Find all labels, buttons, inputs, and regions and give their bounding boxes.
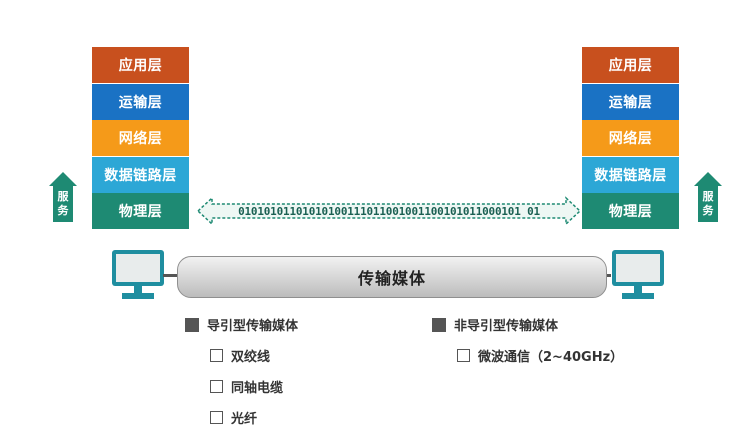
service-char-2: 务 [57,204,69,217]
cable-right [605,274,611,277]
legend-guided-item: 同轴电缆 [210,377,283,396]
left-datalink-layer: 数据链路层 [92,156,189,193]
left-network-layer: 网络层 [92,120,189,157]
service-char-1: 服 [702,190,714,203]
right-transport-layer: 运输层 [582,83,679,120]
legend-item-label: 同轴电缆 [231,381,284,396]
legend-guided-item: 双绞线 [210,346,270,365]
transmission-medium-bar: 传输媒体 [177,256,607,298]
legend-item-label: 双绞线 [231,350,271,365]
computer-icon-left [112,250,164,299]
service-arrow-left: 服 务 [49,172,77,222]
right-protocol-stack: 应用层 运输层 网络层 数据链路层 物理层 [582,47,679,230]
left-application-layer: 应用层 [92,47,189,83]
legend-guided: 导引型传输媒体 [185,315,298,334]
right-network-layer: 网络层 [582,120,679,157]
computer-icon-right [612,250,664,299]
service-char-2: 务 [702,204,714,217]
empty-square-icon [457,349,470,362]
legend-unguided-item: 微波通信（2~40GHz） [457,346,623,365]
left-protocol-stack: 应用层 运输层 网络层 数据链路层 物理层 [92,47,189,230]
empty-square-icon [210,349,223,362]
empty-square-icon [210,380,223,393]
legend-guided-item: 光纤 [210,408,257,427]
up-arrow-icon [694,172,722,186]
legend-guided-label: 导引型传输媒体 [207,319,299,334]
empty-square-icon [210,411,223,424]
bitstream-text: 0101010110101010011101100100110010101100… [238,204,540,218]
cable-left [163,274,177,277]
legend-item-label: 微波通信（2~40GHz） [478,350,624,365]
legend-unguided-label: 非导引型传输媒体 [454,319,559,334]
bitstream-arrow: 0101010110101010011101100100110010101100… [196,195,582,227]
right-application-layer: 应用层 [582,47,679,83]
service-char-1: 服 [57,190,69,203]
filled-square-icon [185,317,199,332]
service-arrow-right: 服 务 [694,172,722,222]
up-arrow-icon [49,172,77,186]
legend-unguided: 非导引型传输媒体 [432,315,558,334]
right-datalink-layer: 数据链路层 [582,156,679,193]
filled-square-icon [432,317,446,332]
left-transport-layer: 运输层 [92,83,189,120]
double-arrow-icon [196,196,582,226]
right-physical-layer: 物理层 [582,193,679,230]
left-physical-layer: 物理层 [92,193,189,230]
legend-item-label: 光纤 [231,412,258,427]
medium-label: 传输媒体 [357,269,426,288]
